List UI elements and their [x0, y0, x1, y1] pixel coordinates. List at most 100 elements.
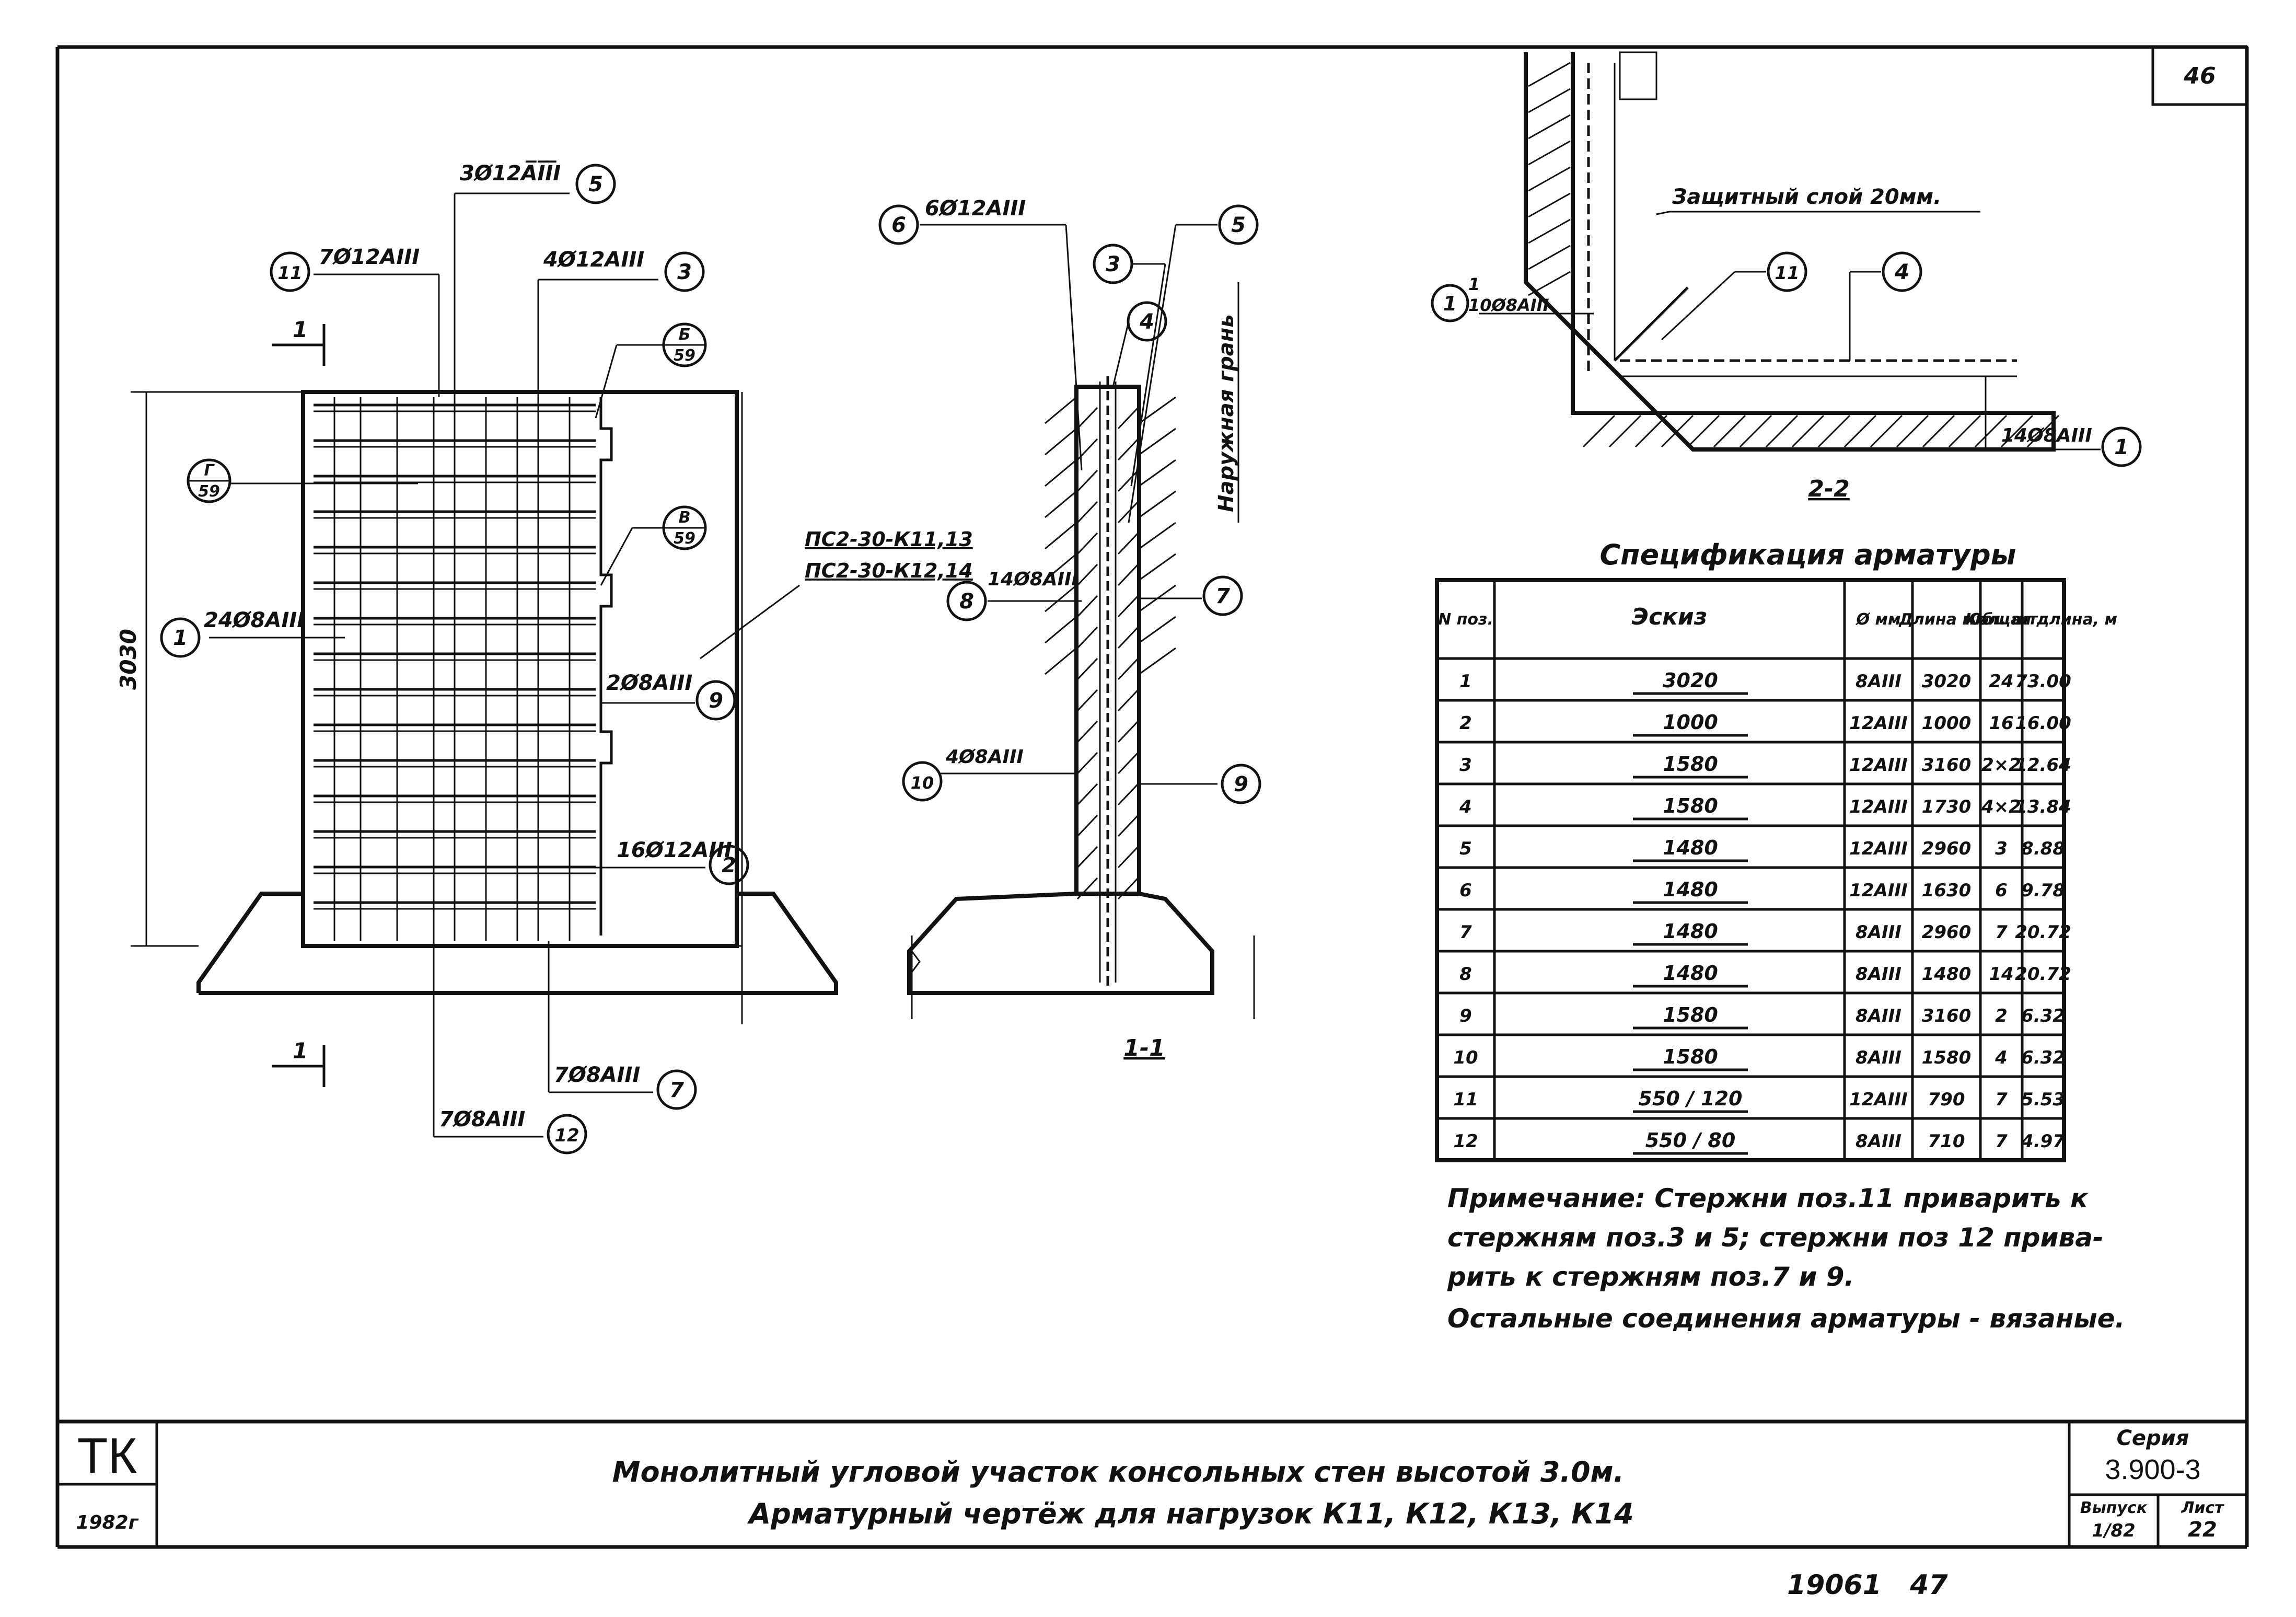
spec-cell: 550 / 120: [1639, 1087, 1743, 1110]
hatch-line: [1076, 532, 1098, 555]
callout-1-bubble: [160, 617, 201, 658]
spec-cell: 12АIII: [1849, 1089, 1908, 1110]
hatch-line: [1117, 595, 1139, 618]
hatch-line-outer: [1045, 647, 1077, 675]
callout-5-section-bubble: [1218, 204, 1259, 245]
section-mark-bottom: 1: [293, 1038, 308, 1064]
hatch-line: [1117, 657, 1139, 680]
svg-text:11: 11: [277, 263, 302, 284]
hatch-line-outer: [1139, 428, 1176, 456]
series-value: 3.900-3: [2105, 1454, 2200, 1485]
hatch-line: [1076, 783, 1098, 806]
section-mark-top: 1: [293, 317, 308, 342]
spec-cell: 8АIII: [1856, 922, 1901, 943]
hatch-line: [1117, 720, 1139, 743]
hatch-line: [1608, 414, 1642, 448]
callout-1-section2-bubble: [1431, 284, 1469, 322]
spec-cell: 3020: [1663, 669, 1718, 692]
spec-cell: 4.97: [2021, 1131, 2065, 1152]
spec-cell: 12АIII: [1849, 838, 1908, 859]
spec-cell: 5: [1459, 838, 1472, 859]
spec-cell: 2×2: [1981, 755, 2021, 776]
detail-ref-b: [662, 322, 707, 367]
spec-cell: 1480: [1663, 962, 1718, 985]
spec-cell: 2: [1459, 713, 1472, 734]
hatch-line-outer: [1139, 647, 1176, 675]
spec-cell: 8: [1459, 964, 1472, 985]
hatch-line: [1528, 192, 1571, 218]
spec-cell: 8АIII: [1856, 671, 1901, 692]
title-block: ТК 1982г Монолитный угловой участок конс…: [57, 1419, 2247, 1547]
hatch-line-outer: [1045, 396, 1077, 424]
svg-text:1: 1: [1443, 292, 1457, 315]
svg-text:В: В: [679, 509, 691, 527]
spec-cell: 16.00: [2015, 713, 2071, 734]
callout-12-text: 7Ø8АIII: [439, 1107, 525, 1131]
svg-text:4: 4: [1894, 260, 1909, 284]
svg-text:1: 1: [173, 626, 188, 650]
callout-9-section-bubble: [1221, 764, 1261, 804]
hatch-line: [1076, 563, 1098, 586]
svg-text:7: 7: [669, 1078, 684, 1102]
hatch-line: [1870, 414, 1903, 448]
spec-cell: 5.53: [2021, 1089, 2065, 1110]
hatch-line-outer: [1139, 459, 1176, 487]
spec-header-cell: Эскиз: [1632, 604, 1708, 630]
svg-text:1: 1: [2114, 435, 2129, 459]
spec-cell: 550 / 80: [1645, 1129, 1736, 1152]
hatch-line: [1076, 720, 1098, 743]
spec-cell: 4: [1994, 1047, 2008, 1068]
svg-text:5: 5: [1231, 213, 1246, 237]
callout-7-bubble: [656, 1069, 697, 1110]
callout-6-text: 6Ø12АIII: [925, 197, 1026, 221]
cover-note: Защитный слой 20мм.: [1672, 185, 1941, 209]
spec-cell: 3160: [1922, 1006, 1972, 1026]
spec-grid: [1435, 578, 2066, 1162]
spec-cell: 20.72: [2015, 922, 2071, 943]
hatch-line: [1076, 846, 1098, 869]
sheet-value: 22: [2188, 1518, 2217, 1542]
outer-face-label: Наружная грань: [1214, 314, 1238, 512]
hatch-line: [1528, 114, 1571, 140]
hatch-line: [1661, 414, 1694, 448]
spec-cell: 8АIII: [1856, 1006, 1901, 1026]
spec-cell: 8АIII: [1856, 1047, 1901, 1068]
callout-6-bubble: [878, 204, 919, 245]
hatch-line: [1117, 563, 1139, 586]
callout-4-section2-bubble: [1882, 251, 1922, 292]
callout-10-bubble: [902, 761, 943, 802]
spec-cell: 3020: [1922, 671, 1972, 692]
svg-text:59: 59: [674, 346, 695, 365]
spec-cell: 6.32: [2021, 1006, 2065, 1026]
spec-header-cell: N поз.: [1438, 610, 1493, 629]
spec-cell: 2960: [1922, 922, 1972, 943]
hatch-line: [1528, 271, 1571, 296]
hatch-line-outer: [1045, 616, 1077, 644]
hatch-line: [1528, 166, 1571, 192]
panel-label-2: ПС2-30-К12,14: [805, 559, 973, 582]
vertical-bars: [333, 397, 571, 941]
page-number: 46: [2183, 63, 2216, 89]
hatch-line: [1076, 501, 1098, 524]
spec-cell: 12.64: [2015, 755, 2071, 776]
spec-cell: 2960: [1922, 838, 1972, 859]
hatch-line: [2026, 414, 2060, 448]
svg-text:10: 10: [911, 773, 934, 793]
callout-9-text: 2Ø8АIII: [606, 671, 692, 695]
spec-cell: 710: [1928, 1131, 1965, 1152]
spec-cell: 13.84: [2015, 796, 2071, 817]
note-line-3: рить к стержням поз.7 и 9.: [1447, 1262, 1854, 1292]
spec-cell: 16: [1989, 713, 2013, 734]
svg-text:4: 4: [1139, 310, 1154, 334]
svg-text:59: 59: [674, 529, 695, 548]
spec-cell: 3: [1459, 755, 1472, 776]
spec-cell: 3160: [1922, 755, 1972, 776]
spec-cell: 1480: [1663, 836, 1718, 859]
section-1-1-hatching: [1045, 396, 1176, 900]
section-1-1: 6Ø12АIII 6 3 4 5 Наружная грань 14Ø8АIII…: [878, 197, 1261, 1061]
callout-1-section2-text: 1: [1468, 274, 1480, 294]
spec-cell: 1480: [1663, 920, 1718, 943]
hatch-line: [2000, 414, 2034, 448]
